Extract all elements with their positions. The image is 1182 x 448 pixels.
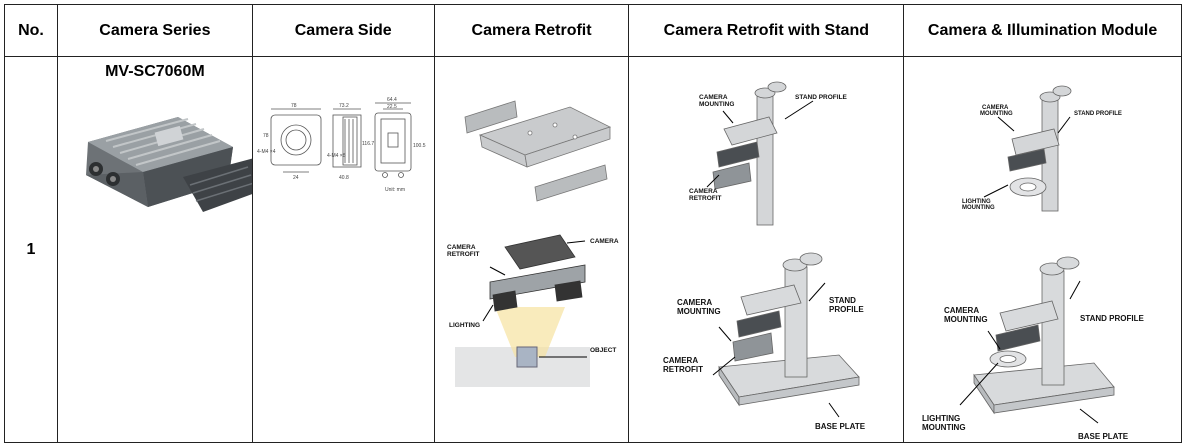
thread2-label: 4-M4 ×8 <box>327 153 346 159</box>
module-top-stand-profile: STAND PROFILE <box>1074 111 1122 117</box>
header-row: No. Camera Series Camera Side Camera Ret… <box>4 4 1182 57</box>
side-width-label: 73.2 <box>339 103 349 109</box>
depth-label: 40.8 <box>339 175 349 181</box>
product-table: No. Camera Series Camera Side Camera Ret… <box>4 4 1182 443</box>
camera-series-cell: MV-SC7060M <box>56 56 253 443</box>
header-no: No. <box>4 4 58 57</box>
side-height-label: 116.7 <box>362 141 374 147</box>
module-bottom-stand-profile: STAND PROFILE <box>1080 314 1145 323</box>
camera-image <box>85 117 252 212</box>
side-drawing: 78 24 4-M4 ×4 73.2 40.8 4-M4 ×8 <box>257 97 426 193</box>
back-width-mid-label: 22.5 <box>387 104 397 110</box>
front-width-label: 78 <box>291 103 297 109</box>
back-height-label: 100.5 <box>413 143 426 149</box>
header-camera-series: Camera Series <box>56 4 253 57</box>
thread1-label: 4-M4 ×4 <box>257 149 276 155</box>
unit-label: Unit: mm <box>385 187 405 193</box>
retrofit-label-camera: CAMERA <box>590 238 619 245</box>
header-camera-retrofit: Camera Retrofit <box>433 4 630 57</box>
table-row: 1 MV-SC7060M <box>4 56 1182 443</box>
retrofit-label-lighting: LIGHTING <box>449 322 480 329</box>
stand-top-stand-profile: STAND PROFILE <box>795 94 848 101</box>
stand-bottom-base-plate: BASE PLATE <box>815 422 866 431</box>
row-number: 1 <box>4 56 58 443</box>
model-name: MV-SC7060M <box>105 63 205 80</box>
header-camera-illumination-module: Camera & Illumination Module <box>903 4 1182 57</box>
height-label: 78 <box>263 133 269 139</box>
front-bottom-label: 24 <box>293 175 299 181</box>
back-width-top-label: 64.4 <box>387 97 397 103</box>
camera-side-cell: 78 24 4-M4 ×4 73.2 40.8 4-M4 ×8 <box>251 56 435 443</box>
header-camera-retrofit-stand: Camera Retrofit with Stand <box>628 4 905 57</box>
module-bottom-base-plate: BASE PLATE <box>1078 432 1129 441</box>
header-camera-side: Camera Side <box>251 4 435 57</box>
retrofit-label-object: OBJECT <box>590 347 616 354</box>
